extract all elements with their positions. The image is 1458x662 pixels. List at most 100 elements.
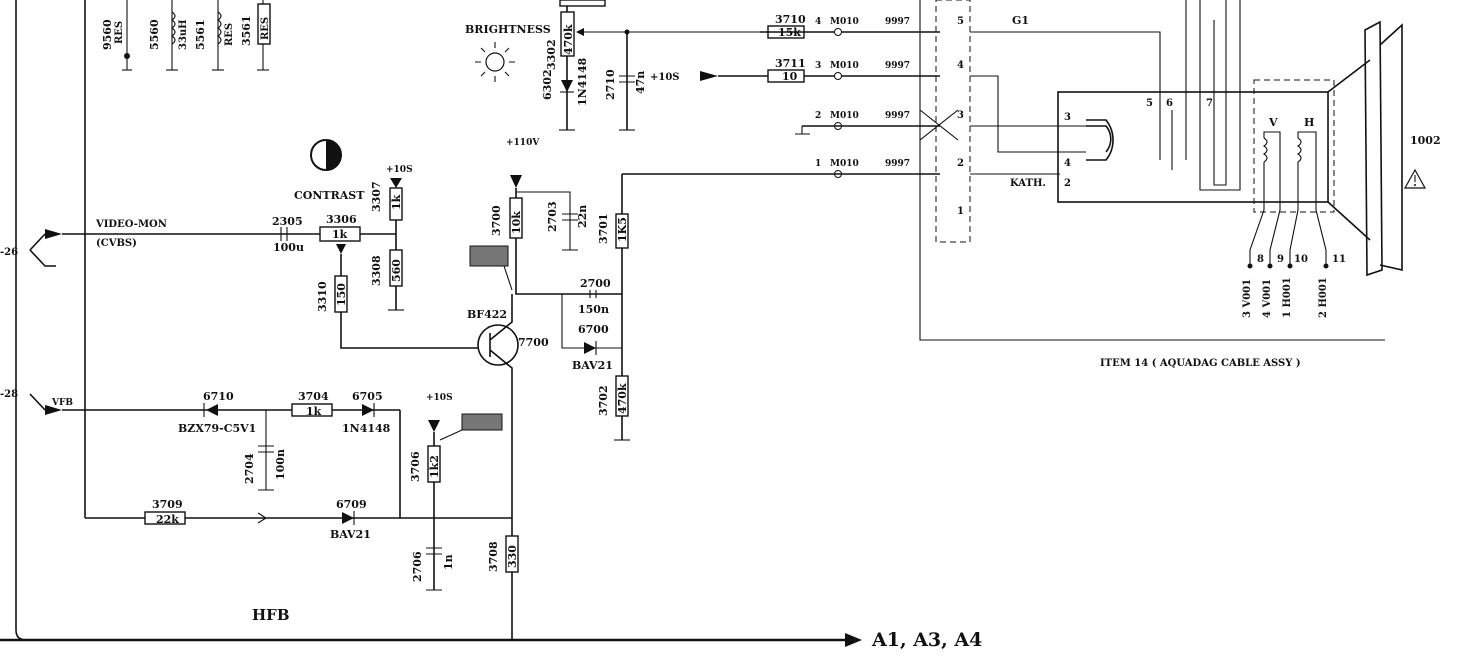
pot-3302-wiper-arrow: [576, 28, 584, 36]
row1-m010: M010: [830, 159, 859, 169]
res-3700-label: 3700: [490, 205, 503, 236]
crt-pin-7: 7: [1206, 98, 1213, 109]
zener-6710-value: BZX79-C5V1: [178, 422, 256, 435]
res-3708-label: 3708: [487, 541, 500, 572]
res-9560-value: RES: [114, 21, 125, 44]
cap-2700-label: 2700: [580, 277, 611, 290]
pot-3306-body: [319, 226, 361, 242]
warning-icon: [1403, 168, 1427, 189]
plus10s-arrow-a: [700, 71, 718, 81]
plus10s-label-a: +10S: [650, 72, 680, 83]
res-3307-label: 3307: [370, 181, 383, 212]
row4-terminal: [834, 28, 842, 36]
connector-pin-3: 3: [957, 110, 964, 121]
cap-2704-value: 100n: [274, 449, 287, 480]
res-9560-label: 9560: [101, 19, 114, 50]
cap-2703-value: 22n: [576, 205, 589, 228]
cap-2706-value: 1n: [442, 554, 455, 570]
row3-9997: 9997: [885, 61, 910, 71]
connector-pin-2: 2: [957, 158, 964, 169]
res-3706-body: [427, 445, 441, 483]
res-3702-label: 3702: [597, 385, 610, 416]
row3-pin: 3: [815, 61, 821, 71]
diode-6705-symbol: [362, 404, 374, 416]
row1-9997: 9997: [885, 159, 910, 169]
transistor-7700-body: [477, 324, 519, 366]
diode-6700-label: 6700: [578, 323, 609, 336]
res-3307-value: 1k: [390, 194, 403, 210]
cap-2706-plates: [426, 547, 442, 591]
pin8-dot: [1247, 263, 1253, 269]
res-3709-label: 3709: [152, 498, 183, 511]
res-3308-body: [389, 249, 403, 287]
pot-3302-body: [560, 11, 575, 57]
test-point-leader-2: [439, 429, 463, 441]
diode-6700-symbol: [584, 342, 596, 354]
cap-2703-label: 2703: [546, 201, 559, 232]
coil-leads: [1249, 209, 1327, 266]
res-3706-value: 1k2: [428, 455, 441, 478]
test-point-box-2: [461, 413, 503, 431]
diode-6709-label: 6709: [336, 498, 367, 511]
diode-6709-value: BAV21: [330, 528, 371, 541]
res-3704-body: [291, 403, 333, 417]
connector-cable: [919, 0, 1385, 341]
cap-2703-wire: [516, 191, 578, 251]
cap-2704-wire: [258, 410, 274, 491]
res-3709-body: [144, 511, 186, 525]
res-3708-value: 330: [506, 545, 519, 568]
cap-2700-value: 150n: [578, 303, 609, 316]
plus10s-arrow-b: [390, 178, 402, 188]
res-3307-body: [389, 187, 403, 221]
crt-cathode-loop: [1086, 119, 1114, 161]
row2-m010: M010: [830, 111, 859, 121]
res-3310-body: [334, 275, 348, 313]
cap-2710-value: 47n: [634, 71, 647, 94]
row3-terminal: [834, 72, 842, 80]
kath-label: KATH.: [1010, 178, 1046, 189]
crt-neck-box: [1057, 91, 1329, 203]
diode-6302-label: 6302: [541, 69, 554, 100]
test-point-box-1: [469, 245, 509, 267]
crt-pin-5: 5: [1146, 98, 1153, 109]
row3-m010: M010: [830, 61, 859, 71]
crt-screen: [1364, 20, 1383, 277]
res-3561-label: 3561: [240, 15, 253, 46]
plus10s-label-c: +10S: [426, 393, 453, 403]
cap-2710-label: 2710: [604, 69, 617, 100]
h001-2-label: 2 H001: [1318, 277, 1329, 318]
res-3700-value: 10k: [510, 211, 523, 234]
cap-2706-label: 2706: [411, 551, 424, 582]
res-3704-value: 1k: [306, 405, 322, 418]
top-left-component-wires: [126, 0, 264, 70]
g1-wire: [970, 31, 1161, 160]
diode-6302-symbol: [561, 80, 573, 92]
zener-6710-label: 6710: [203, 390, 234, 403]
res-3710-label: 3710: [775, 13, 806, 26]
diode-6705-label: 6705: [352, 390, 383, 403]
coil-h-label: H: [1304, 116, 1314, 129]
ind-5560-value: 33uH: [178, 19, 189, 50]
diode-6302-value: 1N4148: [576, 57, 589, 106]
pin4-wire: [970, 75, 1086, 153]
pot-3302-label: 3302: [545, 39, 558, 70]
row4-pin: 4: [815, 17, 821, 27]
res-3701-label: 3701: [597, 213, 610, 244]
res-3308-value: 560: [390, 259, 403, 282]
plus10s-label-b: +10S: [386, 165, 413, 175]
edge-ref-26: -26: [0, 247, 18, 258]
res-3706-label: 3706: [409, 451, 422, 482]
ind-5561-symbol: [212, 11, 224, 71]
ind-5560-label: 5560: [148, 19, 161, 50]
base-wire: [340, 254, 486, 349]
cap-2700-wire: [561, 290, 622, 349]
vfb-input-arrow: [45, 405, 62, 415]
ind-5561-value: RES: [224, 23, 235, 46]
res-3702-body: [615, 375, 629, 417]
cap-2305-value: 100u: [273, 241, 304, 254]
g1-label: G1: [1012, 14, 1029, 27]
pot-3306-wiper-arrow: [336, 244, 346, 254]
deflection-yoke-box: [1253, 79, 1335, 213]
